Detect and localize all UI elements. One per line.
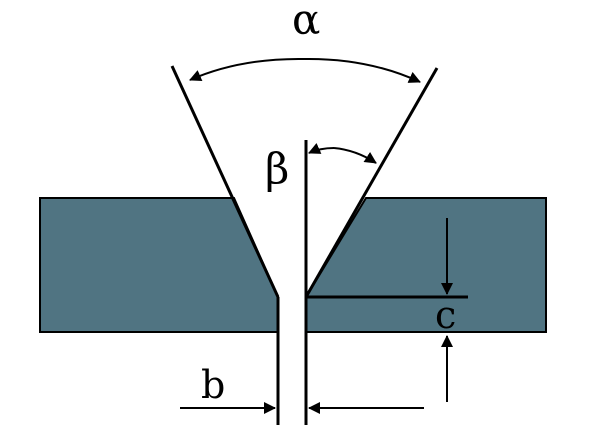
right-bevel-extension-line: [304, 67, 439, 298]
bevel-angle-arc: [333, 147, 377, 164]
included-angle-arc: [189, 57, 305, 82]
bevel-angle-label: β: [265, 144, 289, 193]
right-plate: [305, 197, 547, 333]
bevel-angle-arc-start: [308, 142, 335, 154]
root-gap-label: b: [201, 363, 225, 407]
root-face-label: c: [435, 293, 456, 337]
included-angle-arc-right: [303, 57, 421, 83]
included-angle-label: α: [292, 0, 320, 44]
left-bevel-extension-line: [170, 65, 280, 298]
